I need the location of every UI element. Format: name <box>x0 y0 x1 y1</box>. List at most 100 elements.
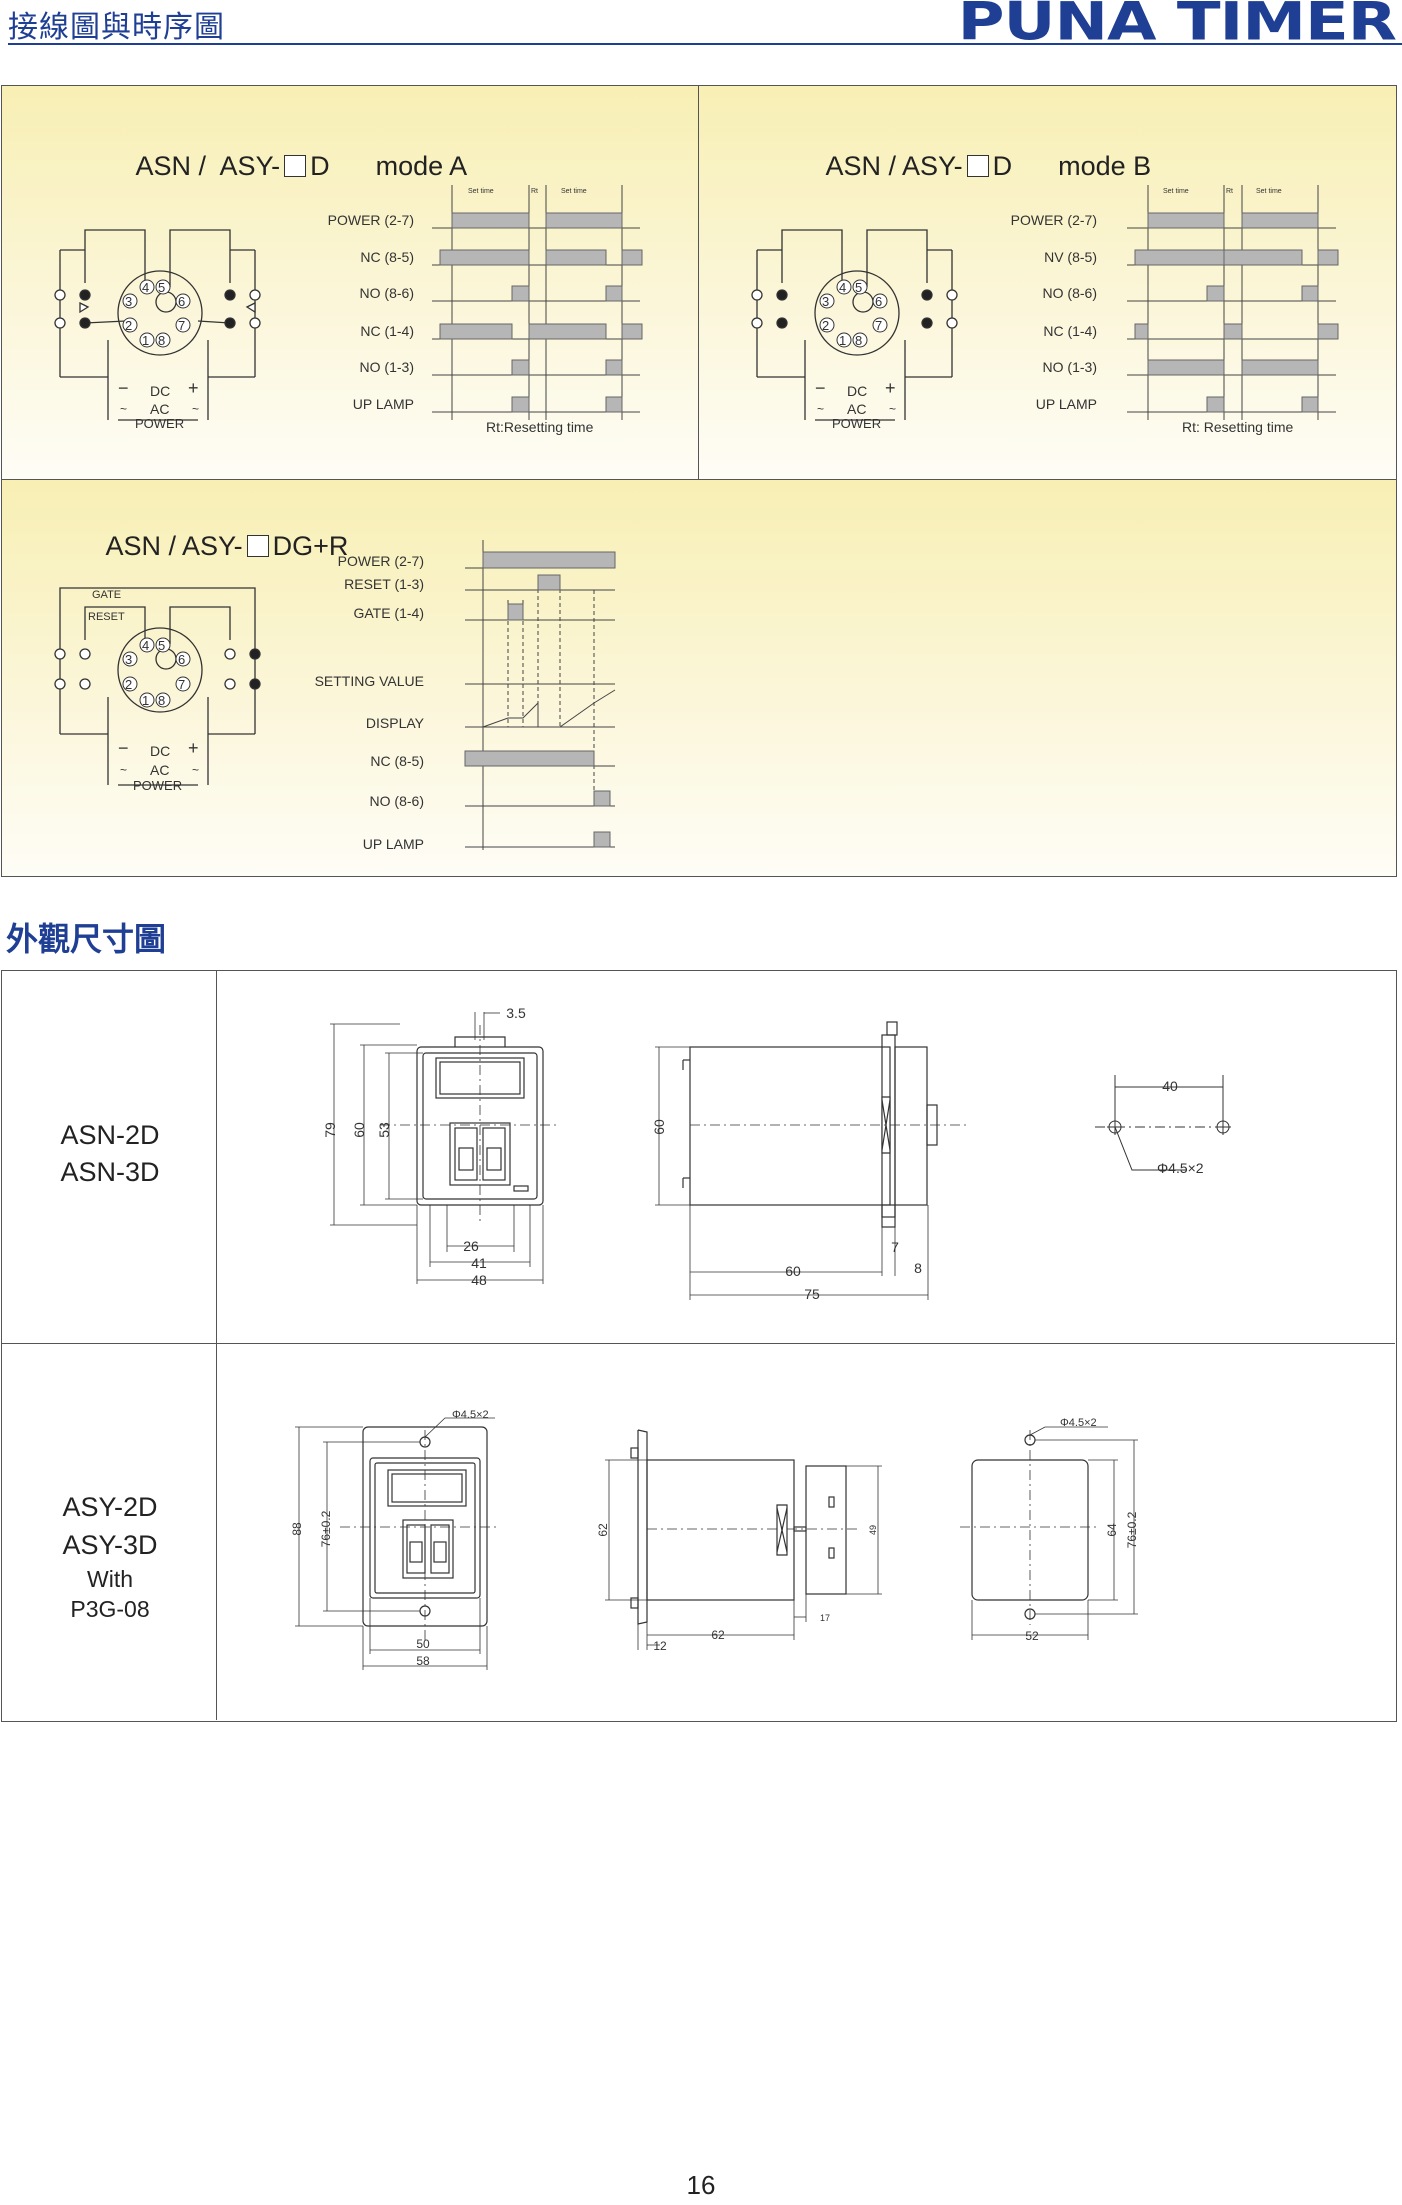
svg-text:Set time: Set time <box>468 188 494 195</box>
dimension-table <box>1 970 1397 1722</box>
svg-text:7: 7 <box>178 677 185 692</box>
svg-text:AC: AC <box>150 401 169 417</box>
svg-text:26: 26 <box>463 1238 479 1254</box>
svg-text:7: 7 <box>875 318 882 333</box>
svg-text:2: 2 <box>125 677 132 692</box>
svg-text:64: 64 <box>1105 1523 1119 1537</box>
svg-text:NO (8-6): NO (8-6) <box>370 793 424 809</box>
svg-text:UP LAMP: UP LAMP <box>1036 396 1097 412</box>
mode-dg-title: ASN / ASY-DG+R <box>105 531 349 561</box>
svg-text:2: 2 <box>822 318 829 333</box>
svg-text:5: 5 <box>855 280 862 295</box>
svg-text:UP LAMP: UP LAMP <box>353 396 414 412</box>
svg-text:7: 7 <box>891 1239 899 1255</box>
svg-text:1: 1 <box>142 333 149 348</box>
panel-mode-dg <box>1 479 1397 877</box>
svg-text:4: 4 <box>839 280 846 295</box>
checkbox-icon <box>966 155 989 177</box>
svg-text:58: 58 <box>416 1654 430 1668</box>
page-header-title: 接線圖與時序圖 <box>8 10 225 45</box>
svg-text:4: 4 <box>142 638 149 653</box>
svg-text:DC: DC <box>847 383 867 399</box>
svg-text:SETTING VALUE: SETTING VALUE <box>315 673 424 689</box>
svg-text:POWER (2-7): POWER (2-7) <box>328 212 414 228</box>
svg-text:49: 49 <box>868 1525 878 1535</box>
svg-text:8: 8 <box>158 333 165 348</box>
dimensions-section-title: 外觀尺寸圖 <box>6 920 167 958</box>
svg-text:−: − <box>118 738 129 758</box>
svg-text:~: ~ <box>192 402 199 416</box>
svg-text:40: 40 <box>1162 1078 1178 1094</box>
svg-text:~: ~ <box>817 402 824 416</box>
svg-text:+: + <box>188 738 199 758</box>
svg-text:−: − <box>815 378 826 398</box>
svg-text:DC: DC <box>150 383 170 399</box>
svg-text:Set time: Set time <box>561 188 587 195</box>
svg-text:~: ~ <box>192 763 199 777</box>
svg-text:17: 17 <box>820 1613 830 1623</box>
svg-text:+: + <box>885 378 896 398</box>
svg-text:POWER (2-7): POWER (2-7) <box>338 553 424 569</box>
asy-model-labels: ASY-2D ASY-3D With P3G-08 <box>62 1492 158 1622</box>
checkbox-icon <box>246 535 269 557</box>
svg-text:POWER: POWER <box>133 778 182 793</box>
header-rule <box>8 43 1402 45</box>
svg-text:3: 3 <box>822 294 829 309</box>
svg-text:NO (8-6): NO (8-6) <box>360 285 414 301</box>
svg-text:8: 8 <box>855 333 862 348</box>
svg-text:1: 1 <box>142 693 149 708</box>
svg-text:5: 5 <box>158 280 165 295</box>
svg-text:Rt:Resetting time: Rt:Resetting time <box>486 419 594 435</box>
panel-mode-b <box>698 85 1397 481</box>
svg-text:DISPLAY: DISPLAY <box>366 715 425 731</box>
svg-text:NC (1-4): NC (1-4) <box>1043 323 1097 339</box>
svg-text:50: 50 <box>416 1637 430 1651</box>
svg-text:79: 79 <box>322 1122 338 1138</box>
svg-text:5: 5 <box>158 638 165 653</box>
svg-text:8: 8 <box>158 693 165 708</box>
svg-text:RESET: RESET <box>88 611 125 623</box>
svg-text:Rt: Resetting time: Rt: Resetting time <box>1182 419 1293 435</box>
svg-text:60: 60 <box>651 1119 667 1135</box>
svg-text:POWER: POWER <box>832 416 881 431</box>
svg-text:UP LAMP: UP LAMP <box>363 836 424 852</box>
page-number: 16 <box>686 2170 716 2200</box>
svg-text:41: 41 <box>471 1255 487 1271</box>
table-divider-horizontal <box>1 1343 1395 1344</box>
svg-text:88: 88 <box>290 1522 304 1536</box>
svg-text:GATE: GATE <box>92 589 121 601</box>
svg-text:AC: AC <box>150 762 169 778</box>
svg-text:GATE (1-4): GATE (1-4) <box>353 605 424 621</box>
svg-text:NC (8-5): NC (8-5) <box>370 753 424 769</box>
svg-text:48: 48 <box>471 1272 487 1288</box>
svg-text:53: 53 <box>376 1122 392 1138</box>
svg-text:AC: AC <box>847 401 866 417</box>
svg-text:Φ4.5×2: Φ4.5×2 <box>452 1409 489 1421</box>
svg-text:NC (1-4): NC (1-4) <box>360 323 414 339</box>
svg-text:+: + <box>188 378 199 398</box>
svg-text:76±0.2: 76±0.2 <box>1125 1511 1139 1548</box>
svg-text:6: 6 <box>875 294 882 309</box>
svg-text:Rt: Rt <box>531 188 538 195</box>
svg-text:−: − <box>118 378 129 398</box>
svg-text:62: 62 <box>711 1628 725 1642</box>
table-divider-vertical <box>216 970 217 1720</box>
svg-text:75: 75 <box>804 1286 820 1302</box>
svg-text:NO (8-6): NO (8-6) <box>1043 285 1097 301</box>
svg-text:Φ4.5×2: Φ4.5×2 <box>1060 1417 1097 1429</box>
svg-text:POWER: POWER <box>135 416 184 431</box>
svg-text:6: 6 <box>178 294 185 309</box>
svg-text:60: 60 <box>351 1122 367 1138</box>
svg-text:~: ~ <box>889 402 896 416</box>
